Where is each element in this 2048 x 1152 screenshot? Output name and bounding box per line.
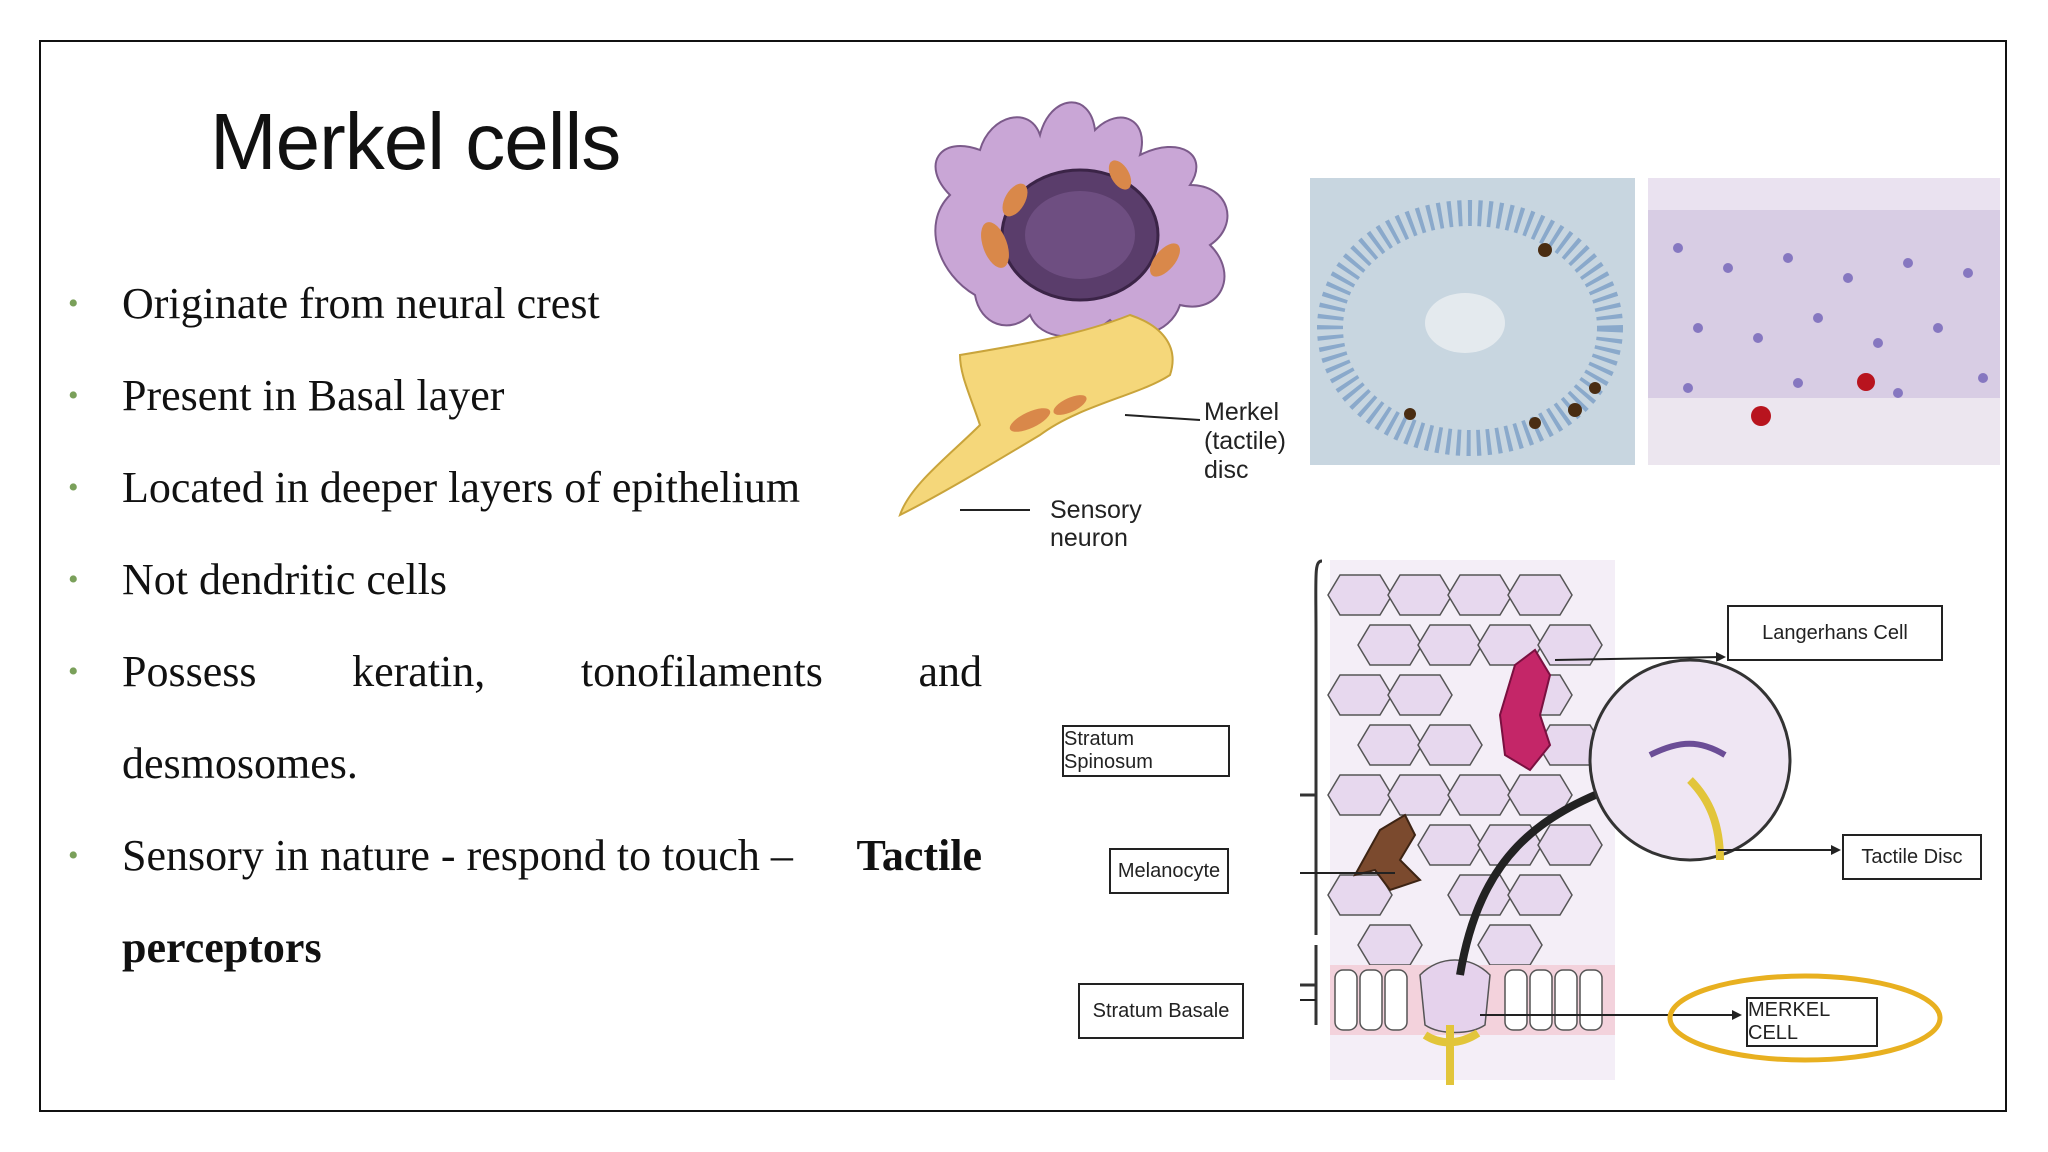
micrograph-epidermis	[1648, 178, 2000, 465]
bullet-item: • Possess keratin, tonofilaments and des…	[62, 626, 982, 810]
bullet-text: Sensory in nature - respond to touch –	[122, 831, 793, 880]
bullet-text: Present in Basal layer	[122, 371, 505, 420]
bullet-text: Originate from neural crest	[122, 279, 600, 328]
bullet-item: • Sensory in nature - respond to touch –…	[62, 810, 982, 994]
stratum-spinosum-label: Stratum Spinosum	[1062, 725, 1230, 777]
merkel-disc-label: Merkel (tactile) disc	[1204, 398, 1286, 484]
bullet-item: • Originate from neural crest	[62, 258, 982, 350]
bullet-bold-continuation: perceptors	[122, 923, 322, 972]
bullet-justified-line: Possess keratin, tonofilaments and	[122, 626, 982, 718]
bullet-word: tonofilaments	[580, 647, 823, 696]
bullet-dot-icon: •	[68, 839, 79, 872]
langerhans-cell-label: Langerhans Cell	[1727, 605, 1943, 661]
bullet-text: Not dendritic cells	[122, 555, 448, 604]
bullet-word: keratin,	[352, 647, 486, 696]
epidermis-schematic	[1300, 559, 1841, 1085]
stratum-basale-label: Stratum Basale	[1078, 983, 1244, 1039]
sensory-neuron-label: Sensory neuron	[1050, 496, 1142, 552]
merkel-highlight-ellipse	[1667, 973, 1943, 1063]
bullet-justified-line: Sensory in nature - respond to touch – T…	[122, 810, 982, 902]
bullet-item: • Not dendritic cells	[62, 534, 982, 626]
bullet-item: • Located in deeper layers of epithelium	[62, 442, 982, 534]
bullet-dot-icon: •	[68, 379, 79, 412]
bullet-dot-icon: •	[68, 655, 79, 688]
bullet-bold-text: Tactile	[856, 831, 982, 880]
bullet-dot-icon: •	[68, 471, 79, 504]
bullet-word: and	[918, 647, 982, 696]
bullet-word: Possess	[122, 647, 257, 696]
bullet-item: • Present in Basal layer	[62, 350, 982, 442]
bullet-dot-icon: •	[68, 287, 79, 320]
slide-title: Merkel cells	[210, 97, 621, 186]
merkel-cell-illustration	[898, 101, 1229, 517]
bullet-text: Located in deeper layers of epithelium	[122, 463, 801, 512]
bullet-continuation: desmosomes.	[122, 739, 358, 788]
merkel-cell-label: MERKEL CELL	[1746, 997, 1878, 1047]
bullet-list: • Originate from neural crest • Present …	[62, 258, 982, 994]
micrograph-hair-follicle	[1310, 178, 1635, 465]
tactile-disc-label: Tactile Disc	[1842, 834, 1982, 880]
bullet-dot-icon: •	[68, 563, 79, 596]
melanocyte-label: Melanocyte	[1109, 848, 1229, 894]
